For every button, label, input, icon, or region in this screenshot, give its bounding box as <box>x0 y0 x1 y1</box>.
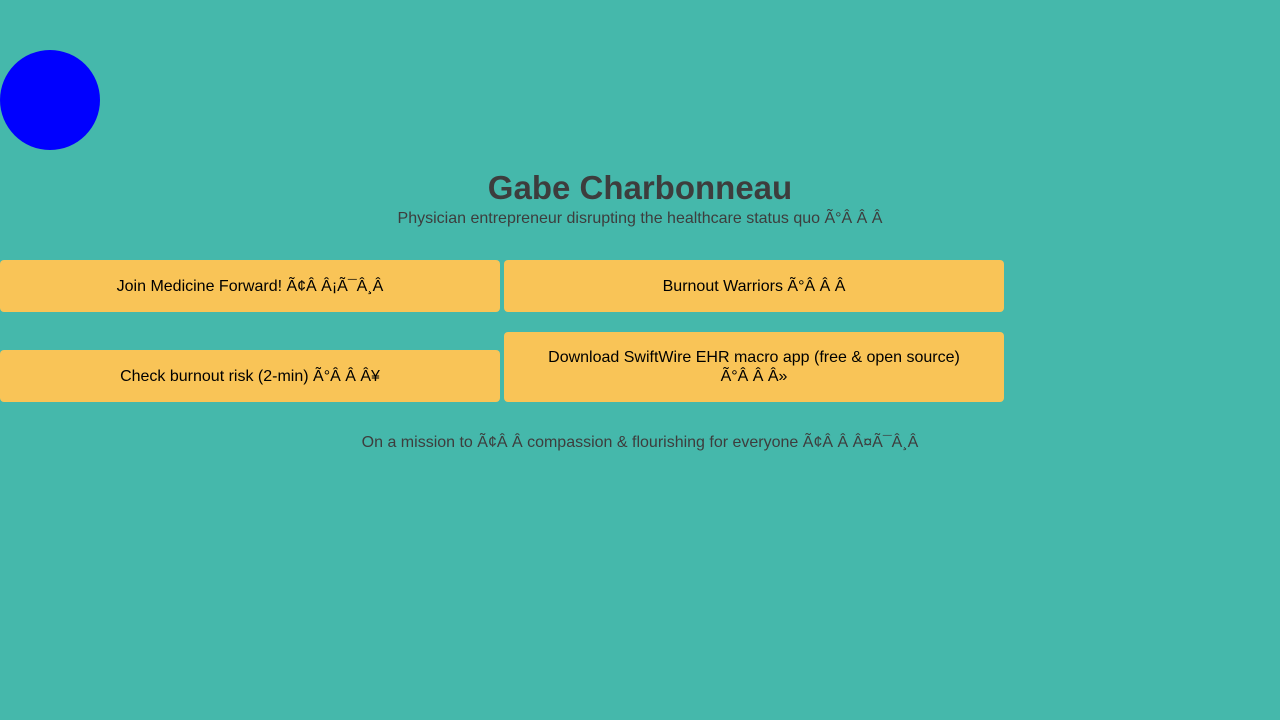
link-button-label: Check burnout risk (2-min) Ã°Â Â Â¥ <box>120 367 380 385</box>
link-button-label: Burnout Warriors Ã°Â Â Â <box>662 277 846 295</box>
link-button-swiftwire-download[interactable]: Download SwiftWire EHR macro app (free &… <box>504 332 1004 402</box>
profile-tagline: Physician entrepreneur disrupting the he… <box>397 210 883 227</box>
link-button-label: Download SwiftWire EHR macro app (free &… <box>548 349 960 385</box>
profile-header: Gabe Charbonneau Physician entrepreneur … <box>0 168 1280 230</box>
mission-statement: On a mission to Ã¢Â Â compassion & flour… <box>361 434 919 451</box>
link-button-burnout-risk[interactable]: Check burnout risk (2-min) Ã°Â Â Â¥ <box>0 350 500 402</box>
avatar <box>0 50 100 150</box>
profile-name: Gabe Charbonneau <box>487 169 793 206</box>
link-button-burnout-warriors[interactable]: Burnout Warriors Ã°Â Â Â <box>504 260 1004 312</box>
link-button-label: Join Medicine Forward! Ã¢Â Â¡Ã¯Â¸Â <box>116 277 384 295</box>
link-button-medicine-forward[interactable]: Join Medicine Forward! Ã¢Â Â¡Ã¯Â¸Â <box>0 260 500 312</box>
